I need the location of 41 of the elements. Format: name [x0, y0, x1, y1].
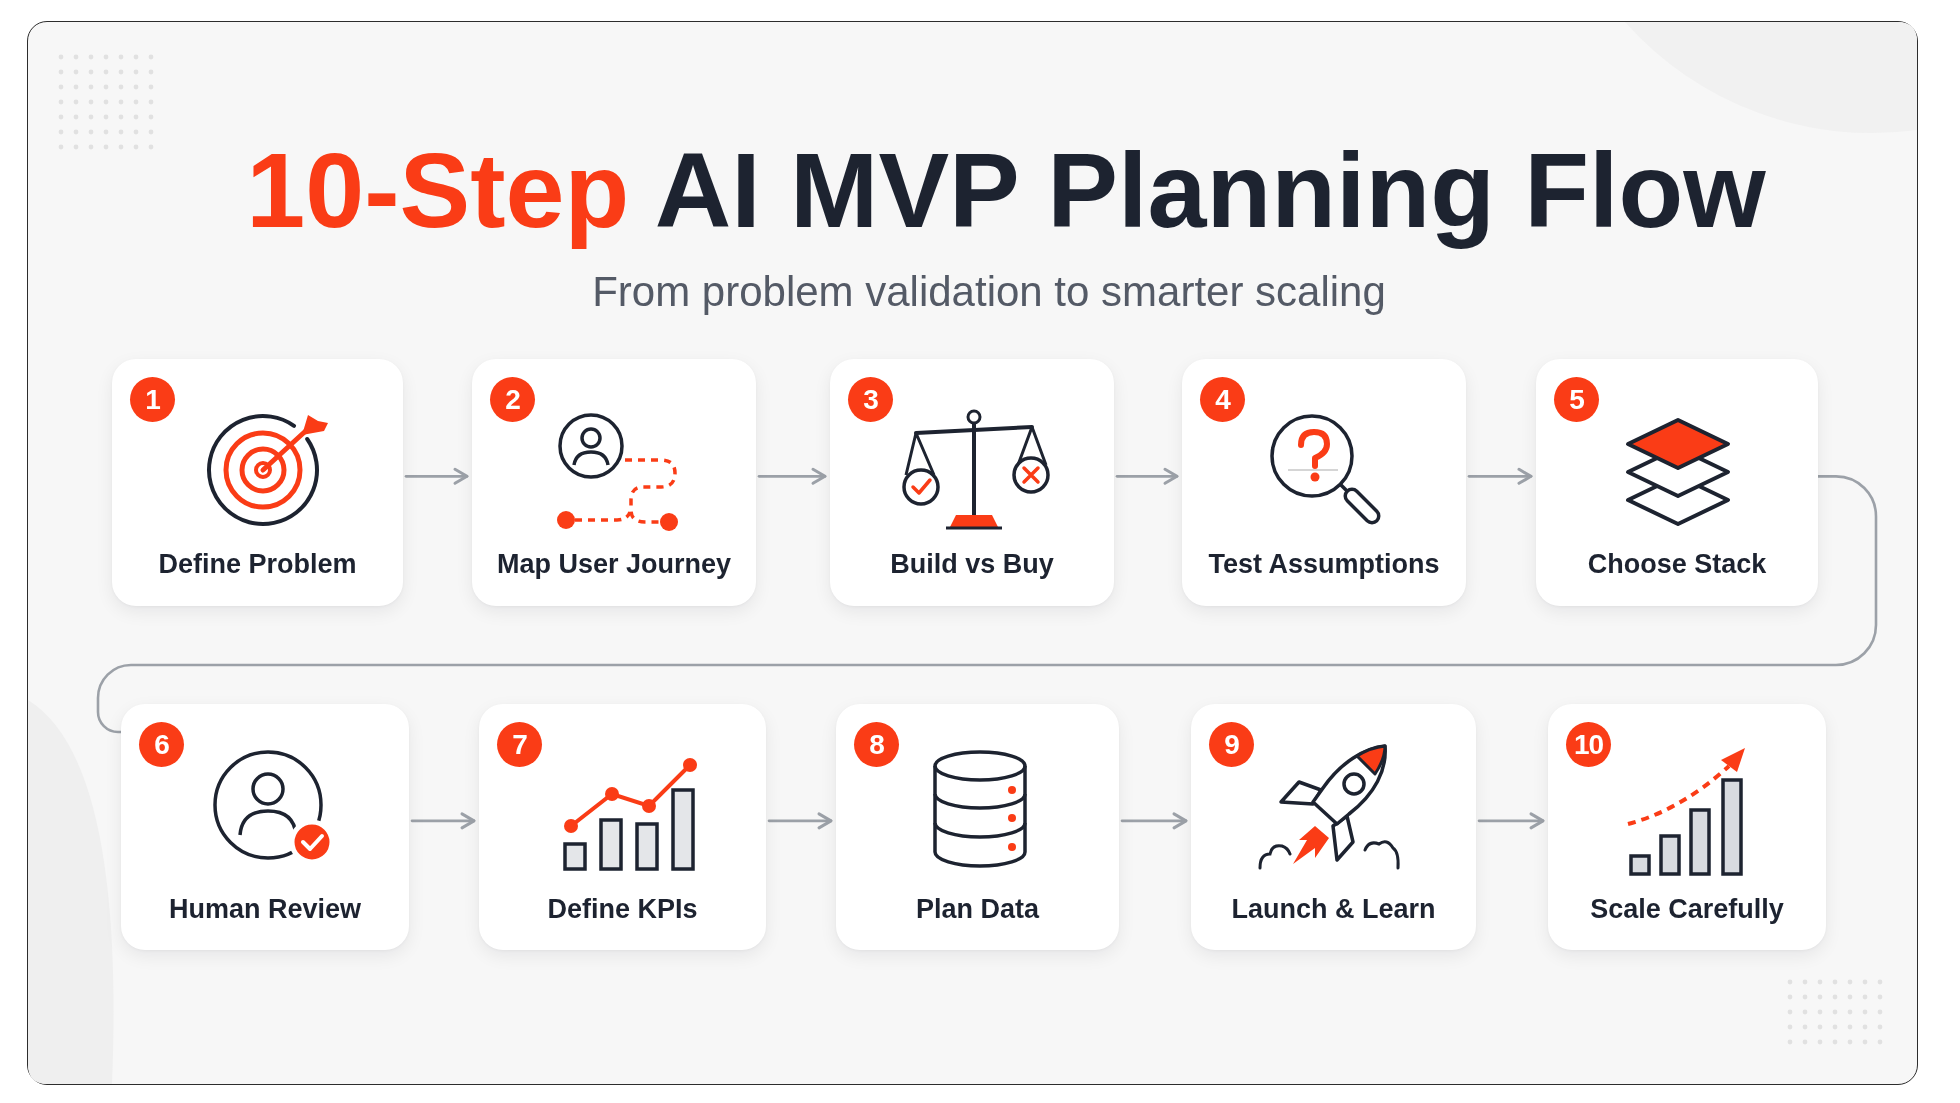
step-number-badge: 1 — [130, 377, 175, 422]
step-label: Map User Journey — [496, 548, 732, 581]
step-number-badge: 2 — [490, 377, 535, 422]
connector-line — [96, 475, 1878, 734]
step-card — [1536, 359, 1818, 606]
step-label: Launch & Learn — [1231, 893, 1436, 926]
arrow — [404, 467, 469, 485]
step-label: Build vs Buy — [890, 548, 1054, 581]
step-label: Choose Stack — [1587, 548, 1767, 581]
step-number-badge: 6 — [139, 722, 184, 767]
step-label: Human Review — [168, 893, 362, 926]
step-card — [1191, 704, 1476, 950]
arrow — [757, 467, 827, 485]
step-card — [830, 359, 1114, 606]
step-label: Define KPIs — [547, 893, 698, 926]
arrow — [1115, 467, 1179, 485]
step-number-badge: 10 — [1566, 722, 1611, 767]
arrow — [1120, 812, 1188, 830]
step-card — [1182, 359, 1466, 606]
step-number-badge: 7 — [497, 722, 542, 767]
step-number-badge: 3 — [848, 377, 893, 422]
step-label: Define Problem — [158, 548, 357, 581]
step-number-badge: 9 — [1209, 722, 1254, 767]
arrow — [410, 812, 476, 830]
step-label: Test Assumptions — [1208, 548, 1440, 581]
step-number-badge: 5 — [1554, 377, 1599, 422]
title: 10-Step AI MVP Planning Flow — [245, 130, 1767, 251]
arrow — [1477, 812, 1545, 830]
arrow — [767, 812, 833, 830]
step-label: Scale Carefully — [1590, 893, 1784, 926]
step-card — [121, 704, 409, 950]
step-card — [472, 359, 756, 606]
step-number-badge: 8 — [854, 722, 899, 767]
step-number-badge: 4 — [1200, 377, 1245, 422]
step-card — [1548, 704, 1826, 950]
arrow — [1467, 467, 1533, 485]
step-card — [836, 704, 1119, 950]
step-card — [112, 359, 403, 606]
step-label: Plan Data — [916, 893, 1039, 926]
subtitle: From problem validation to smarter scaling — [592, 269, 1386, 315]
step-card — [479, 704, 766, 950]
